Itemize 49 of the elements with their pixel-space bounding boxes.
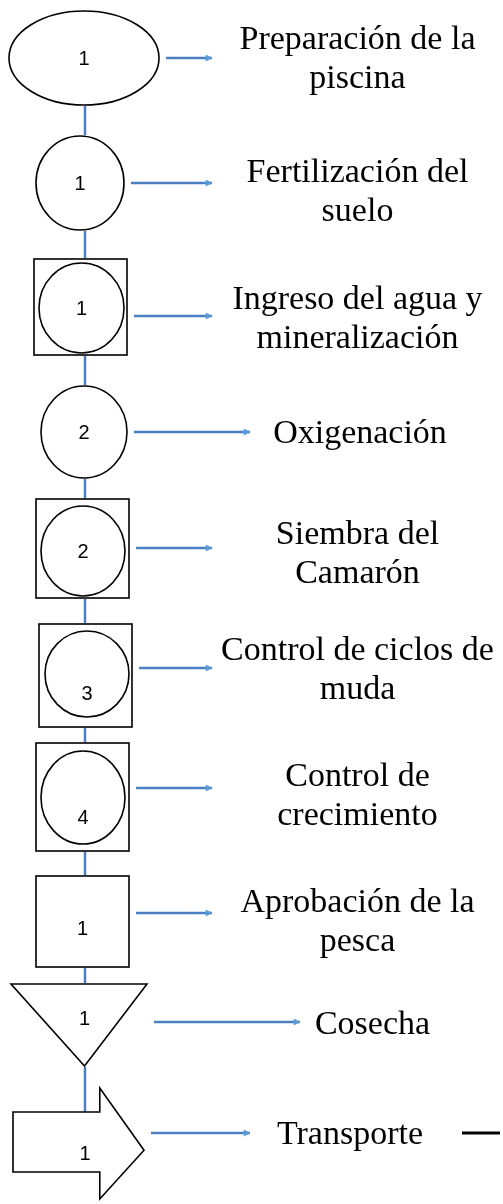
inspection-square [35, 875, 130, 968]
connector [134, 312, 213, 320]
connector [83, 479, 87, 498]
inspection-square [38, 623, 133, 728]
step-number: 1 [78, 46, 90, 70]
operation-circle [40, 505, 126, 597]
operation-circle [35, 135, 125, 231]
connector [136, 784, 213, 792]
step-label: Control de crecimiento [212, 752, 503, 836]
connector [151, 1129, 251, 1137]
step-number: 4 [77, 805, 89, 828]
step-label: Ingreso del agua y mineralización [212, 275, 503, 359]
step-label: Control de ciclos de muda [212, 626, 503, 710]
inspection-square [35, 498, 130, 599]
step-number: 1 [74, 171, 86, 195]
connector [166, 54, 213, 62]
operation-circle [40, 750, 126, 845]
step-label: Cosecha [300, 996, 445, 1050]
operation-ellipse [8, 10, 160, 106]
step-number: 1 [75, 296, 88, 320]
connector [83, 356, 87, 385]
transport-arrow [12, 1087, 145, 1200]
step-number: 1 [79, 1141, 91, 1165]
connector [134, 428, 251, 436]
operation-circle [40, 385, 128, 479]
step-number: 1 [76, 916, 89, 940]
operation-circle [44, 630, 130, 718]
step-number: 2 [78, 420, 90, 444]
step-number: 2 [77, 539, 89, 563]
connector [139, 664, 213, 672]
connector [136, 909, 213, 917]
step-number: 1 [78, 1006, 91, 1030]
connector [131, 179, 213, 187]
step-label: Preparación de la piscina [212, 12, 503, 102]
connector [83, 1067, 87, 1112]
connector [136, 544, 213, 552]
step-number: 3 [81, 681, 93, 705]
storage-triangle [10, 983, 148, 1067]
connector [83, 231, 87, 258]
connector [83, 852, 87, 875]
step-label: Oxigenación [250, 405, 470, 459]
connector [83, 599, 87, 623]
connector [83, 106, 87, 135]
step-label: Fertilización del suelo [212, 148, 503, 232]
step-label: Aprobación de la pesca [212, 878, 503, 962]
connector [154, 1018, 301, 1026]
step-label: Transporte [250, 1108, 450, 1158]
inspection-square [35, 742, 130, 852]
step-label: Siembra del Camarón [212, 510, 503, 594]
